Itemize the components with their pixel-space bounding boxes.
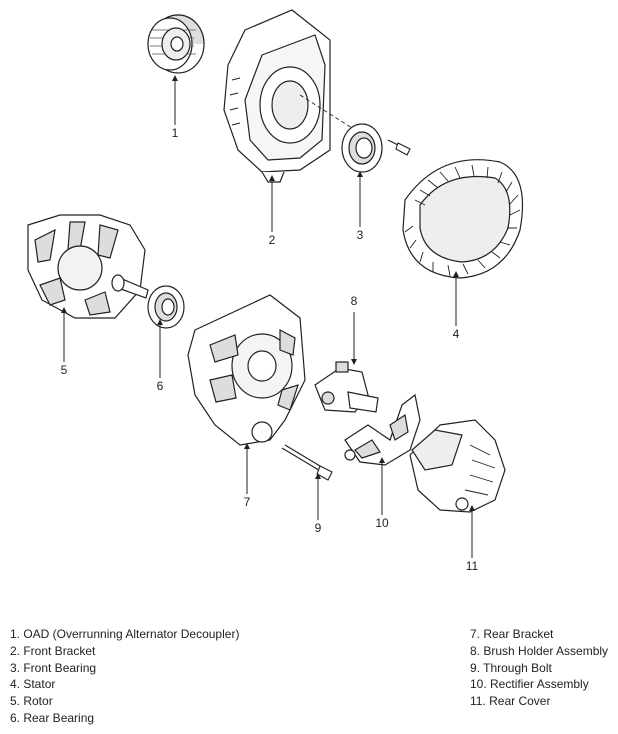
rear-cover <box>409 419 506 513</box>
legend-item: 2. Front Bracket <box>10 643 96 658</box>
front-bearing <box>341 123 383 173</box>
callout-1: 1 <box>172 126 179 140</box>
callout-6: 6 <box>157 379 164 393</box>
rear-bearing <box>147 285 185 329</box>
stator <box>402 159 523 279</box>
rectifier-assembly <box>344 393 421 466</box>
front-bracket <box>223 9 353 183</box>
legend-item: 5. Rotor <box>10 694 53 709</box>
callout-5: 5 <box>61 363 68 377</box>
callout-9: 9 <box>315 521 322 535</box>
through-bolt <box>281 444 333 481</box>
callout-10: 10 <box>375 516 389 530</box>
legend-item: 4. Stator <box>10 677 56 692</box>
legend-right-column: 7. Rear Bracket 8. Brush Holder Assembly… <box>470 626 608 710</box>
rear-bracket <box>187 294 306 446</box>
leader-lines <box>61 75 475 558</box>
callout-8: 8 <box>351 294 358 308</box>
legend-item: 10. Rectifier Assembly <box>470 677 589 692</box>
brush-holder <box>314 361 379 413</box>
alternator-exploded-diagram: 1 2 3 4 5 6 7 8 9 10 11 <box>27 9 523 573</box>
callout-2: 2 <box>269 233 276 247</box>
legend-item: 7. Rear Bracket <box>470 627 554 641</box>
legend-left-column: 1. OAD (Overrunning Alternator Decoupler… <box>10 626 239 727</box>
callout-7: 7 <box>244 495 251 509</box>
legend-item: 1. OAD (Overrunning Alternator Decoupler… <box>10 627 240 641</box>
callout-4: 4 <box>453 327 460 341</box>
callout-numbers: 1 2 3 4 5 6 7 8 9 10 11 <box>61 126 479 573</box>
legend-item: 3. Front Bearing <box>10 660 97 675</box>
legend-item: 11. Rear Cover <box>470 694 551 709</box>
legend-item: 9. Through Bolt <box>470 660 552 675</box>
legend-item: 6. Rear Bearing <box>10 710 95 725</box>
oad-pulley <box>147 14 205 74</box>
callout-3: 3 <box>357 228 364 242</box>
screw <box>387 139 411 156</box>
rotor <box>27 214 149 319</box>
callout-11: 11 <box>466 559 479 573</box>
legend-item: 8. Brush Holder Assembly <box>470 643 609 658</box>
